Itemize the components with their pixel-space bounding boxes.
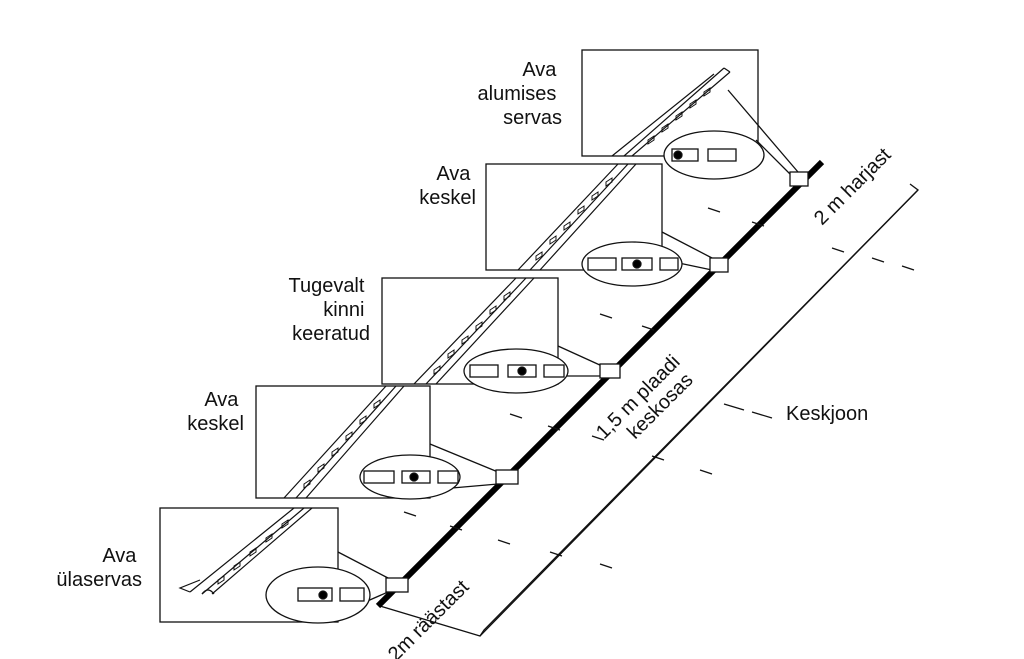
label-keskjoon: Keskjoon bbox=[786, 403, 868, 425]
screw-dot-5 bbox=[318, 590, 328, 600]
roof-panel bbox=[375, 159, 919, 637]
label-2m-harjast: 2 m harjast bbox=[810, 144, 896, 230]
screw-dot-4 bbox=[409, 472, 419, 482]
magnifier-5 bbox=[265, 551, 409, 624]
magnifier-4 bbox=[359, 443, 519, 500]
label-ava-keskel-lower: Ava keskel bbox=[187, 389, 244, 435]
magnifier-1 bbox=[663, 89, 809, 187]
rail-slots-3 bbox=[433, 291, 511, 375]
label-ava-keskel-upper: Ava keskel bbox=[419, 163, 476, 209]
label-tugevalt-kinni-keeratud: Tugevalt kinni keeratud bbox=[288, 275, 370, 345]
rail-slots-2 bbox=[535, 177, 613, 261]
rail-segment-3 bbox=[413, 277, 535, 385]
magnifier-3 bbox=[463, 345, 621, 394]
center-dashed-line bbox=[403, 207, 915, 569]
screw-dot-2 bbox=[632, 259, 642, 269]
screw-dot-3 bbox=[517, 366, 527, 376]
magnifier-2 bbox=[581, 231, 729, 287]
label-ava-ulaservas: Ava ülaservas bbox=[56, 545, 142, 591]
rail-slots-1 bbox=[647, 87, 711, 145]
screw-dot-1 bbox=[673, 150, 683, 160]
label-ava-alumises-servas: Ava alumises servas bbox=[478, 59, 562, 129]
rail-slots-4 bbox=[303, 399, 381, 489]
rail-slots-5 bbox=[217, 519, 289, 585]
